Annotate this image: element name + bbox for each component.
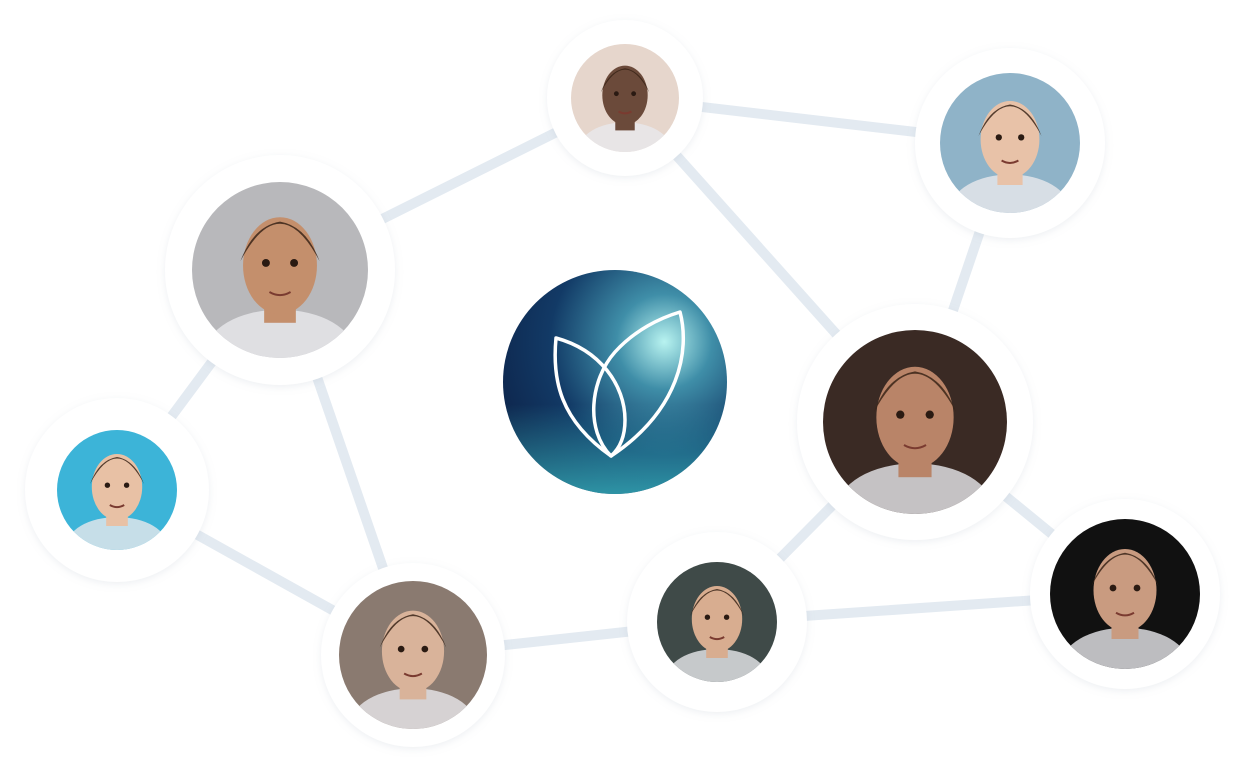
- avatar-node-bottom-left[interactable]: [321, 563, 505, 762]
- avatar-node-right-large[interactable]: [797, 304, 1033, 555]
- avatar-photo: [657, 562, 777, 682]
- avatar-node-left-small[interactable]: [25, 398, 209, 582]
- avatar-node-top-right[interactable]: [915, 48, 1105, 245]
- avatar-photo: [823, 330, 1007, 514]
- avatar-photo: [339, 581, 487, 729]
- avatar-photo: [940, 73, 1080, 213]
- avatar-node-bottom-right[interactable]: [1030, 499, 1220, 703]
- avatar-photo: [192, 182, 368, 358]
- avatar-photo: [57, 430, 177, 550]
- avatar-node-top[interactable]: [547, 20, 703, 176]
- avatar-photo: [571, 44, 679, 152]
- avatar-node-left-large[interactable]: [165, 155, 395, 398]
- center-logo: [503, 270, 727, 494]
- nodes: [25, 20, 1220, 762]
- leaf-logo-icon: [553, 310, 686, 458]
- avatar-node-bottom-middle[interactable]: [627, 532, 807, 712]
- avatar-photo: [1050, 519, 1200, 669]
